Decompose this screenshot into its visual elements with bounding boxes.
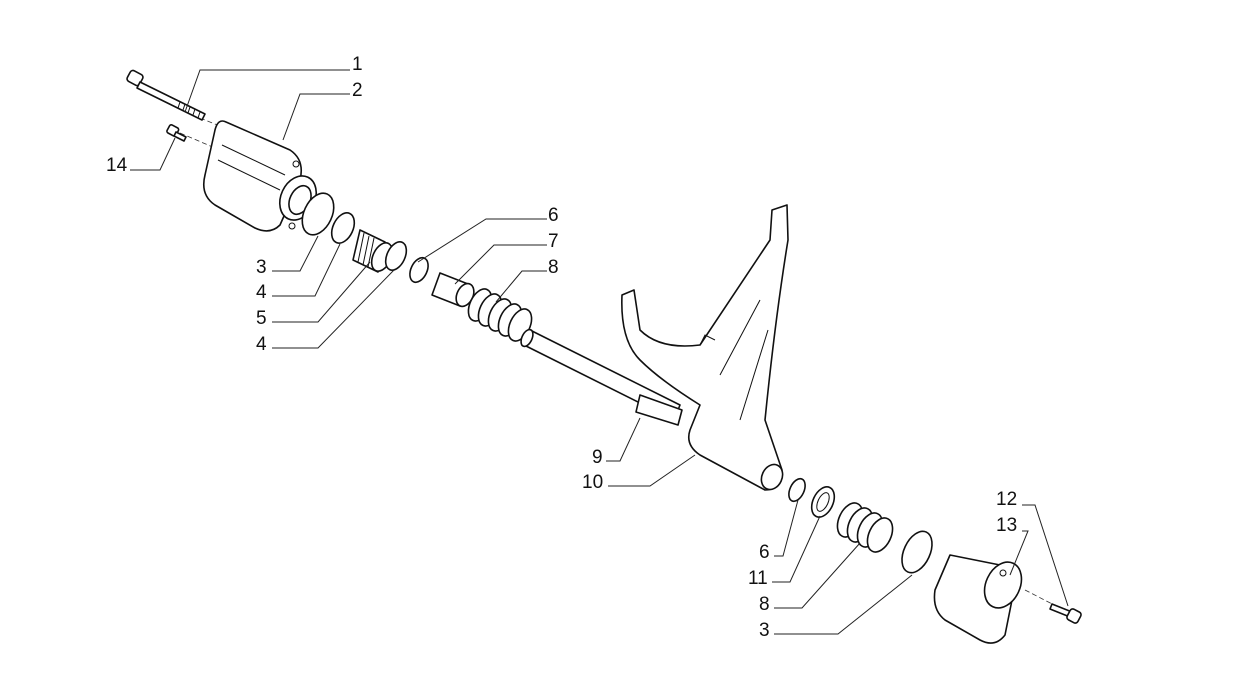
callout-14: 14 bbox=[106, 155, 128, 176]
callout-4b: 4 bbox=[256, 334, 267, 355]
circlip-part-6 bbox=[409, 256, 429, 284]
callout-3b: 3 bbox=[759, 620, 770, 641]
callout-6b: 6 bbox=[759, 542, 770, 563]
o-ring-part-4b bbox=[384, 241, 408, 271]
callout-8b: 8 bbox=[759, 594, 770, 615]
o-ring-part-4 bbox=[330, 212, 356, 244]
callout-11: 11 bbox=[748, 568, 768, 589]
shaft-part-9 bbox=[520, 328, 683, 426]
bolt-part-12 bbox=[1049, 603, 1082, 624]
callout-12: 12 bbox=[996, 489, 1017, 510]
callout-2: 2 bbox=[352, 80, 363, 101]
o-ring-part-3b bbox=[901, 530, 933, 574]
callout-9: 9 bbox=[592, 447, 603, 468]
callout-6: 6 bbox=[548, 205, 559, 226]
housing-part-2 bbox=[202, 120, 318, 232]
spring-part-8b bbox=[836, 502, 894, 553]
cover-part-13 bbox=[933, 554, 1023, 644]
leader-lines bbox=[130, 69, 1069, 635]
o-ring-part-3 bbox=[301, 192, 335, 236]
callout-3: 3 bbox=[256, 257, 267, 278]
fork-part-10 bbox=[621, 204, 789, 491]
callout-10: 10 bbox=[582, 472, 603, 493]
callout-8: 8 bbox=[548, 257, 559, 278]
screw-part-14 bbox=[166, 124, 187, 142]
washer-part-11 bbox=[810, 486, 836, 518]
callout-7: 7 bbox=[548, 231, 559, 252]
circlip-part-6b bbox=[788, 477, 806, 503]
callout-13: 13 bbox=[996, 515, 1017, 536]
callout-5: 5 bbox=[256, 308, 267, 329]
bolt-part-1 bbox=[126, 69, 206, 121]
callout-4: 4 bbox=[256, 282, 267, 303]
callout-1: 1 bbox=[352, 54, 363, 75]
